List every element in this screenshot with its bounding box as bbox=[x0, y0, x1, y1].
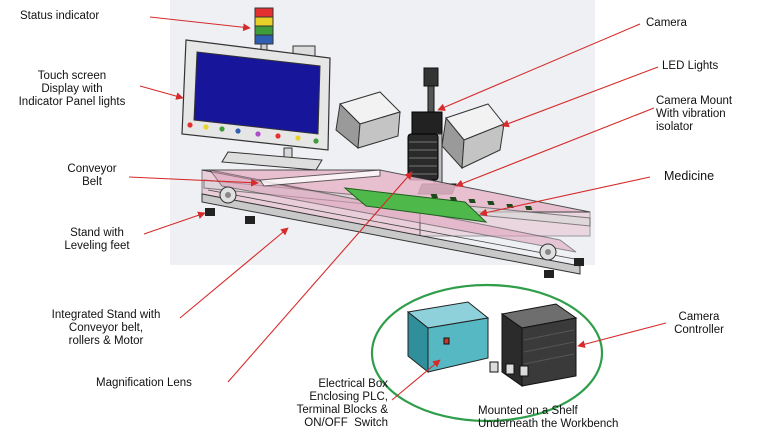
shelf-group-ellipse bbox=[370, 283, 604, 423]
magnification-lens-label: Magnification Lens bbox=[96, 377, 192, 389]
arrow-icon bbox=[179, 227, 289, 319]
arrow-icon bbox=[128, 176, 259, 187]
led-light-left bbox=[335, 91, 401, 149]
arrow-icon bbox=[227, 171, 413, 383]
magnification-lens bbox=[407, 133, 439, 181]
stand-leveling-label: Stand with Leveling feet bbox=[64, 227, 130, 252]
arrow-icon bbox=[455, 107, 655, 188]
touch-screen-label: Touch screen Display with Indicator Pane… bbox=[18, 70, 126, 108]
tower-red-light bbox=[254, 7, 274, 18]
mounted-shelf-label: Mounted on a Shelf Underneath the Workbe… bbox=[478, 405, 619, 430]
touch-screen-display bbox=[181, 39, 331, 151]
tower-yellow-light bbox=[254, 16, 274, 27]
arrow-icon bbox=[143, 211, 206, 235]
camera-controller bbox=[489, 303, 578, 387]
electrical-box bbox=[406, 301, 490, 374]
status-indicator-label: Status indicator bbox=[20, 10, 100, 22]
medicine-label: Medicine bbox=[664, 169, 715, 183]
camera-label: Camera bbox=[646, 17, 687, 29]
arrow-icon bbox=[391, 359, 441, 401]
arrow-icon bbox=[149, 16, 251, 32]
arrow-icon bbox=[139, 85, 184, 100]
electrical-box-label: Electrical Box Enclosing PLC, Terminal B… bbox=[296, 378, 388, 429]
arrow-icon bbox=[577, 322, 667, 348]
medicine-strip bbox=[343, 187, 533, 223]
conveyor-belt-label: Conveyor Belt bbox=[67, 163, 117, 188]
led-lights-label: LED Lights bbox=[662, 60, 719, 72]
arrow-icon bbox=[437, 23, 641, 111]
arrow-icon bbox=[501, 66, 659, 128]
arrow-icon bbox=[479, 176, 651, 217]
power-switch-icon bbox=[443, 337, 450, 345]
integrated-stand-label: Integrated Stand with Conveyor belt, rol… bbox=[51, 309, 161, 347]
callout-arrows bbox=[128, 16, 667, 401]
camera-controller-label: Camera Controller bbox=[674, 311, 724, 336]
tower-blue-light bbox=[254, 34, 274, 45]
tower-green-light bbox=[254, 25, 274, 36]
indicator-panel-lights bbox=[187, 122, 319, 144]
camera-body bbox=[411, 67, 443, 135]
camera-mount-label: Camera Mount With vibration isolator bbox=[656, 95, 733, 133]
leveling-feet bbox=[205, 208, 584, 278]
led-light-right bbox=[441, 103, 505, 170]
